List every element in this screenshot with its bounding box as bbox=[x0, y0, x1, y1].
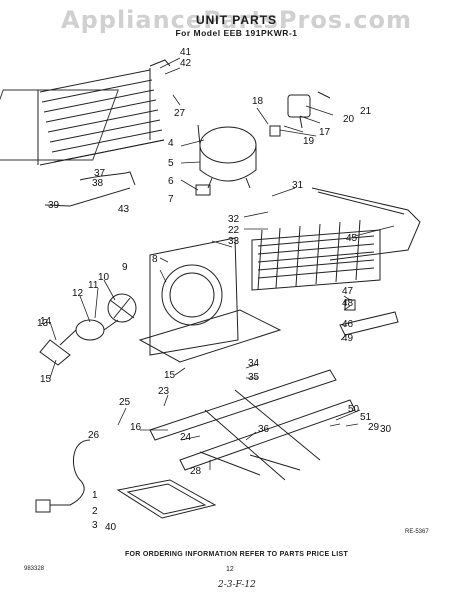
callout-49: 49 bbox=[342, 333, 354, 344]
callout-11: 11 bbox=[88, 280, 99, 291]
callout-27: 27 bbox=[174, 108, 186, 119]
fan-shroud bbox=[138, 237, 282, 363]
callout-15: 15 bbox=[40, 374, 52, 385]
compressor bbox=[195, 126, 257, 196]
evaporator-coil bbox=[251, 219, 381, 291]
callout-19: 19 bbox=[303, 136, 315, 147]
callout-31: 31 bbox=[292, 180, 304, 191]
callout-1: 1 bbox=[92, 490, 98, 501]
callout-42: 42 bbox=[180, 58, 192, 69]
callout-16: 16 bbox=[130, 422, 142, 433]
callout-5: 5 bbox=[168, 158, 174, 169]
callout-22: 22 bbox=[228, 225, 240, 236]
callout-4: 4 bbox=[168, 138, 174, 149]
base-frame bbox=[149, 369, 356, 481]
callout-39: 39 bbox=[48, 200, 60, 211]
callout-23: 23 bbox=[158, 386, 170, 397]
page-number: 12 bbox=[226, 566, 234, 573]
callout-36: 36 bbox=[258, 424, 270, 435]
model-subtitle: For Model EEB 191PKWR-1 bbox=[175, 28, 298, 38]
callout-25: 25 bbox=[119, 397, 131, 408]
callout-14: 14 bbox=[40, 316, 52, 327]
callout-35: 35 bbox=[248, 372, 260, 383]
callout-18: 18 bbox=[252, 96, 264, 107]
callout-9: 9 bbox=[122, 262, 128, 273]
callout-29: 29 bbox=[368, 422, 380, 433]
callout-6: 6 bbox=[168, 176, 174, 187]
page-title: UNIT PARTS bbox=[195, 13, 278, 27]
callout-45: 45 bbox=[346, 233, 358, 244]
callout-20: 20 bbox=[343, 114, 355, 125]
callout-21: 21 bbox=[360, 106, 372, 117]
fan-motor bbox=[39, 293, 137, 366]
callout-43: 43 bbox=[118, 204, 130, 215]
callout-40: 40 bbox=[105, 522, 117, 533]
callout-47: 47 bbox=[342, 286, 354, 297]
drawing-ref: RE-5367 bbox=[405, 529, 429, 535]
callout-2: 2 bbox=[92, 506, 98, 517]
callout-24: 24 bbox=[180, 432, 192, 443]
callout-3: 3 bbox=[92, 520, 98, 531]
callout-17: 17 bbox=[319, 127, 331, 138]
document-code: 983328 bbox=[24, 566, 45, 572]
callout-33: 33 bbox=[228, 236, 240, 247]
callout-34: 34 bbox=[248, 358, 260, 369]
callout-12: 12 bbox=[72, 288, 84, 299]
callout-28: 28 bbox=[190, 466, 202, 477]
callout-37: 37 bbox=[94, 168, 106, 179]
callout-50: 50 bbox=[348, 404, 360, 415]
callout-8: 8 bbox=[152, 254, 158, 265]
callout-10: 10 bbox=[98, 272, 110, 283]
callout-26: 26 bbox=[88, 430, 100, 441]
handwritten-date: 2-3-F-12 bbox=[218, 580, 256, 590]
watermark: AppliancePartsPros.com bbox=[61, 6, 412, 34]
callout-15: 15 bbox=[164, 370, 176, 381]
callout-48: 48 bbox=[342, 298, 354, 309]
callout-38: 38 bbox=[92, 178, 104, 189]
condenser-coil bbox=[0, 59, 171, 166]
ordering-info-footer: FOR ORDERING INFORMATION REFER TO PARTS … bbox=[124, 551, 349, 558]
callout-51: 51 bbox=[360, 412, 372, 423]
callout-30: 30 bbox=[380, 424, 392, 435]
drain-pan bbox=[116, 479, 217, 519]
callout-32: 32 bbox=[228, 214, 240, 225]
power-cord bbox=[50, 439, 91, 506]
callout-13: 13 bbox=[37, 318, 49, 329]
callout-41: 41 bbox=[180, 47, 192, 58]
callout-46: 46 bbox=[342, 319, 354, 330]
callout-7: 7 bbox=[168, 194, 174, 205]
